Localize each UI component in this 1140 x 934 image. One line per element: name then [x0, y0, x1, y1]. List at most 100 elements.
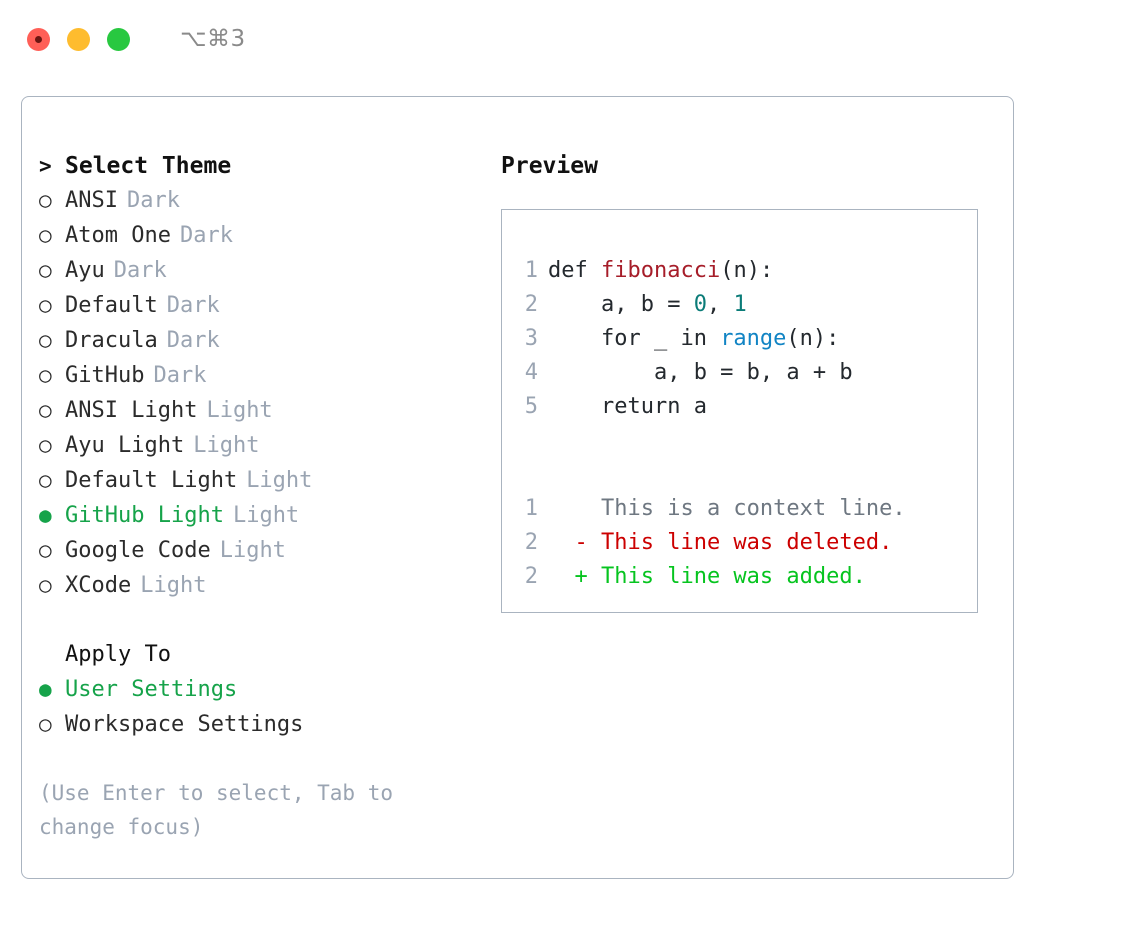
- theme-name-label: ANSI Light: [65, 398, 198, 423]
- apply-to-label: User Settings: [65, 677, 238, 702]
- diff-line-number: 2: [524, 564, 538, 589]
- radio-unselected-icon[interactable]: ○: [39, 538, 52, 562]
- theme-list-item[interactable]: ○ Ayu Dark: [39, 253, 499, 288]
- code-line: 3 for _ in range(n):: [502, 322, 977, 356]
- preview-title: Preview: [501, 153, 598, 179]
- window-controls: [27, 27, 130, 51]
- code-token: ,: [706, 292, 734, 317]
- minimize-button-icon[interactable]: [67, 27, 90, 51]
- apply-to-item[interactable]: ● User Settings: [39, 672, 499, 707]
- code-token: (n):: [786, 326, 840, 351]
- zoom-button-icon[interactable]: [107, 27, 130, 51]
- apply-to-header-label: Apply To: [65, 642, 171, 667]
- apply-to-item[interactable]: ○ Workspace Settings: [39, 707, 499, 742]
- radio-unselected-icon[interactable]: ○: [39, 433, 52, 457]
- code-token: for _ in: [548, 326, 721, 351]
- radio-unselected-icon[interactable]: ○: [39, 398, 52, 422]
- apply-to-marker-placeholder: ○: [39, 637, 65, 671]
- theme-name-label: GitHub: [65, 363, 145, 388]
- code-line-content: a, b = 0, 1: [548, 288, 747, 322]
- radio-selected-icon[interactable]: ●: [39, 503, 52, 527]
- diff-line-content: This line was added.: [600, 564, 866, 589]
- theme-name-label: Atom One: [65, 223, 171, 248]
- code-line-content: for _ in range(n):: [548, 322, 839, 356]
- code-token: 1: [733, 292, 747, 317]
- code-line-content: a, b = b, a + b: [548, 356, 853, 390]
- radio-unselected-icon[interactable]: ○: [39, 328, 52, 352]
- theme-variant-tag: Dark: [166, 328, 220, 353]
- radio-unselected-icon[interactable]: ○: [39, 223, 52, 247]
- theme-name-label: Ayu Light: [65, 433, 185, 458]
- apply-to-label: Workspace Settings: [65, 712, 304, 737]
- code-token: fibonacci: [600, 258, 721, 283]
- theme-variant-tag: Light: [140, 573, 207, 598]
- keyboard-hint-text: (Use Enter to select, Tab to change focu…: [39, 781, 394, 839]
- diff-line-number: 1: [524, 496, 538, 521]
- code-token: 0: [693, 292, 707, 317]
- code-token: def: [548, 258, 601, 283]
- radio-unselected-icon[interactable]: ○: [39, 258, 52, 282]
- diff-sign: [548, 492, 601, 526]
- radio-selected-icon[interactable]: ●: [39, 677, 52, 701]
- radio-unselected-icon[interactable]: ○: [39, 468, 52, 492]
- radio-unselected-icon[interactable]: ○: [39, 573, 52, 597]
- apply-to-header: ○ Apply To: [39, 637, 499, 672]
- diff-line-number: 2: [524, 530, 538, 555]
- theme-variant-tag: Light: [232, 503, 300, 528]
- radio-unselected-icon[interactable]: ○: [39, 712, 52, 736]
- diff-line: 1 This is a context line.: [502, 492, 977, 526]
- theme-name-label: ANSI: [65, 188, 118, 213]
- theme-variant-tag: Dark: [153, 363, 207, 388]
- code-token: range: [720, 326, 787, 351]
- theme-list-item[interactable]: ● GitHub Light Light: [39, 498, 499, 533]
- preview-gap: [502, 424, 977, 492]
- theme-list-item[interactable]: ○ Default Light Light: [39, 463, 499, 498]
- code-line-number: 3: [524, 326, 538, 351]
- theme-variant-tag: Dark: [166, 293, 220, 318]
- theme-name-label: GitHub Light: [65, 503, 224, 528]
- theme-list-item[interactable]: ○ GitHub Dark: [39, 358, 499, 393]
- code-token: a, b =: [548, 292, 694, 317]
- theme-list-item[interactable]: ○ ANSI Dark: [39, 183, 499, 218]
- prompt-caret-icon: >: [39, 154, 52, 178]
- code-line-number: 1: [524, 258, 538, 283]
- radio-unselected-icon[interactable]: ○: [39, 363, 52, 387]
- list-spacer: [39, 603, 499, 637]
- diff-sample: 1 This is a context line.2 - This line w…: [502, 492, 977, 594]
- theme-variant-tag: Light: [206, 398, 273, 423]
- code-line: 5 return a: [502, 390, 977, 424]
- keyboard-shortcut-label: ⌥⌘3: [180, 26, 246, 52]
- close-button-icon[interactable]: [27, 27, 50, 51]
- theme-list-item[interactable]: ○ ANSI Light Light: [39, 393, 499, 428]
- code-token: return a: [548, 394, 707, 419]
- apply-to-list: ● User Settings ○ Workspace Settings: [39, 672, 499, 742]
- theme-list-item[interactable]: ○ Dracula Dark: [39, 323, 499, 358]
- select-theme-header: > Select Theme: [39, 149, 499, 183]
- theme-variant-tag: Dark: [126, 188, 180, 213]
- code-line-number: 5: [524, 394, 538, 419]
- diff-line: 2 - This line was deleted.: [502, 526, 977, 560]
- title-bar: ⌥⌘3: [0, 0, 1140, 78]
- theme-variant-tag: Light: [219, 538, 286, 563]
- radio-unselected-icon[interactable]: ○: [39, 188, 52, 212]
- theme-name-label: Ayu: [65, 258, 105, 283]
- theme-variant-tag: Dark: [113, 258, 167, 283]
- code-line: 2 a, b = 0, 1: [502, 288, 977, 322]
- theme-name-label: Dracula: [65, 328, 158, 353]
- code-line-content: return a: [548, 390, 707, 424]
- radio-unselected-icon[interactable]: ○: [39, 293, 52, 317]
- code-token: a, b = b, a + b: [548, 360, 853, 385]
- theme-name-label: Default Light: [65, 468, 238, 493]
- diff-sign: -: [548, 530, 601, 555]
- theme-variant-tag: Light: [246, 468, 313, 493]
- select-theme-header-label: Select Theme: [65, 153, 232, 179]
